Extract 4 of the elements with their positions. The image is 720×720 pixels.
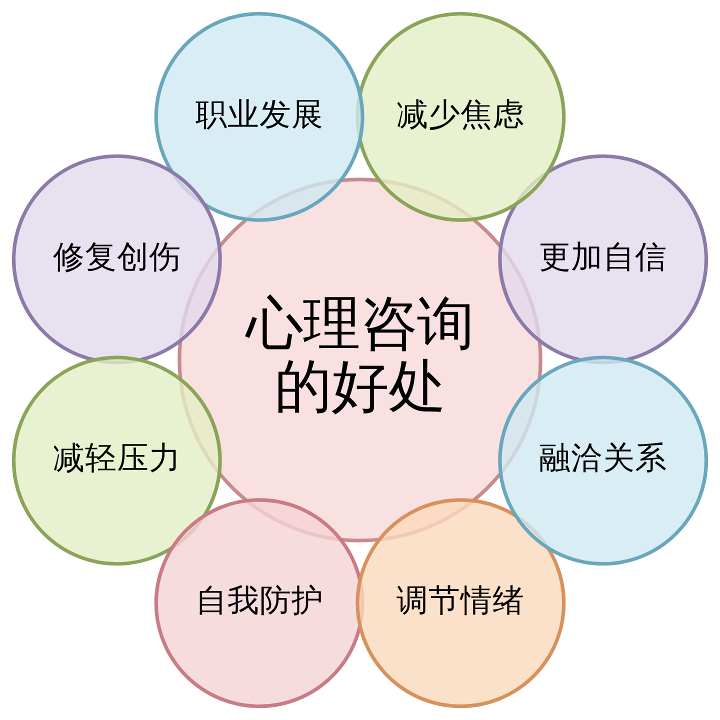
node-circle: 职业发展 [154,12,364,222]
node-circle: 调节情绪 [356,498,566,708]
node-circle: 减轻压力 [12,356,222,566]
node-circle: 融洽关系 [498,356,708,566]
